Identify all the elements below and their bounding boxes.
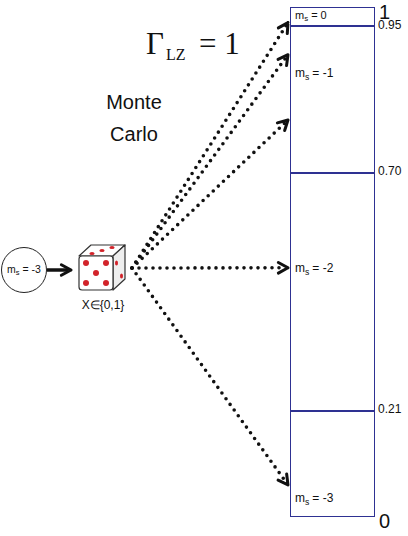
connector-line [132, 57, 286, 268]
node-text: ms= -1 [295, 66, 333, 82]
connector [132, 263, 288, 274]
dice-front [79, 256, 113, 290]
node-label: s [16, 268, 20, 277]
arrow-head [277, 120, 288, 130]
probability-band: ms= -2 [290, 172, 375, 412]
axis-value: 0.70 [378, 165, 401, 178]
node-label: s [305, 267, 309, 277]
node-text: ms= -3 [7, 263, 41, 277]
probability-band: ms= -1 [290, 25, 375, 174]
axis-value: 0 [379, 510, 390, 532]
node-label: m [295, 261, 305, 275]
node-label: m [295, 491, 305, 505]
probability-band: ms= -3 [290, 410, 375, 517]
node-label: s [304, 14, 308, 23]
connector [47, 265, 71, 276]
node-text: ms= -2 [295, 261, 333, 277]
arrow-head [278, 474, 288, 485]
connector-line [132, 25, 286, 268]
arrow-head [278, 263, 288, 274]
method-label: Monte Carlo [92, 86, 176, 150]
node-label: X∈{0,1} [82, 298, 125, 312]
node-label: m [295, 66, 305, 80]
node-label: = -2 [312, 261, 333, 275]
state-circle: ms= -3 [1, 247, 47, 293]
node-label: m [7, 263, 16, 275]
axis-value: 0.21 [378, 403, 401, 416]
connector [132, 23, 288, 268]
node-label: s [305, 497, 309, 507]
node-label: m [295, 9, 304, 21]
node-text: X∈{0,1} [74, 298, 132, 312]
dice-side [113, 245, 125, 290]
node-label: = 0 [311, 9, 327, 21]
title-value: = 1 [199, 27, 240, 61]
title-symbol: Γ [146, 27, 164, 61]
node-label: = -1 [312, 66, 333, 80]
connector-line [132, 268, 286, 482]
axis-value: 0.95 [378, 19, 401, 32]
dice-pips [83, 246, 123, 286]
probability-band: ms= 0 [290, 7, 375, 27]
connector-line [132, 266, 285, 270]
node-label: s [305, 72, 309, 82]
node-text: ms= -3 [295, 491, 333, 507]
dice-node: X∈{0,1} [74, 242, 132, 314]
node-label: = -3 [312, 491, 333, 505]
connector [132, 268, 288, 485]
connector [132, 55, 288, 268]
arrow-head [278, 23, 288, 34]
node-text: ms= 0 [295, 9, 327, 24]
title-subscript: LZ [166, 46, 186, 64]
connector-line [47, 268, 68, 272]
arrow-head [61, 265, 71, 276]
node-label: = -3 [23, 263, 41, 275]
arrow-head [278, 55, 288, 66]
